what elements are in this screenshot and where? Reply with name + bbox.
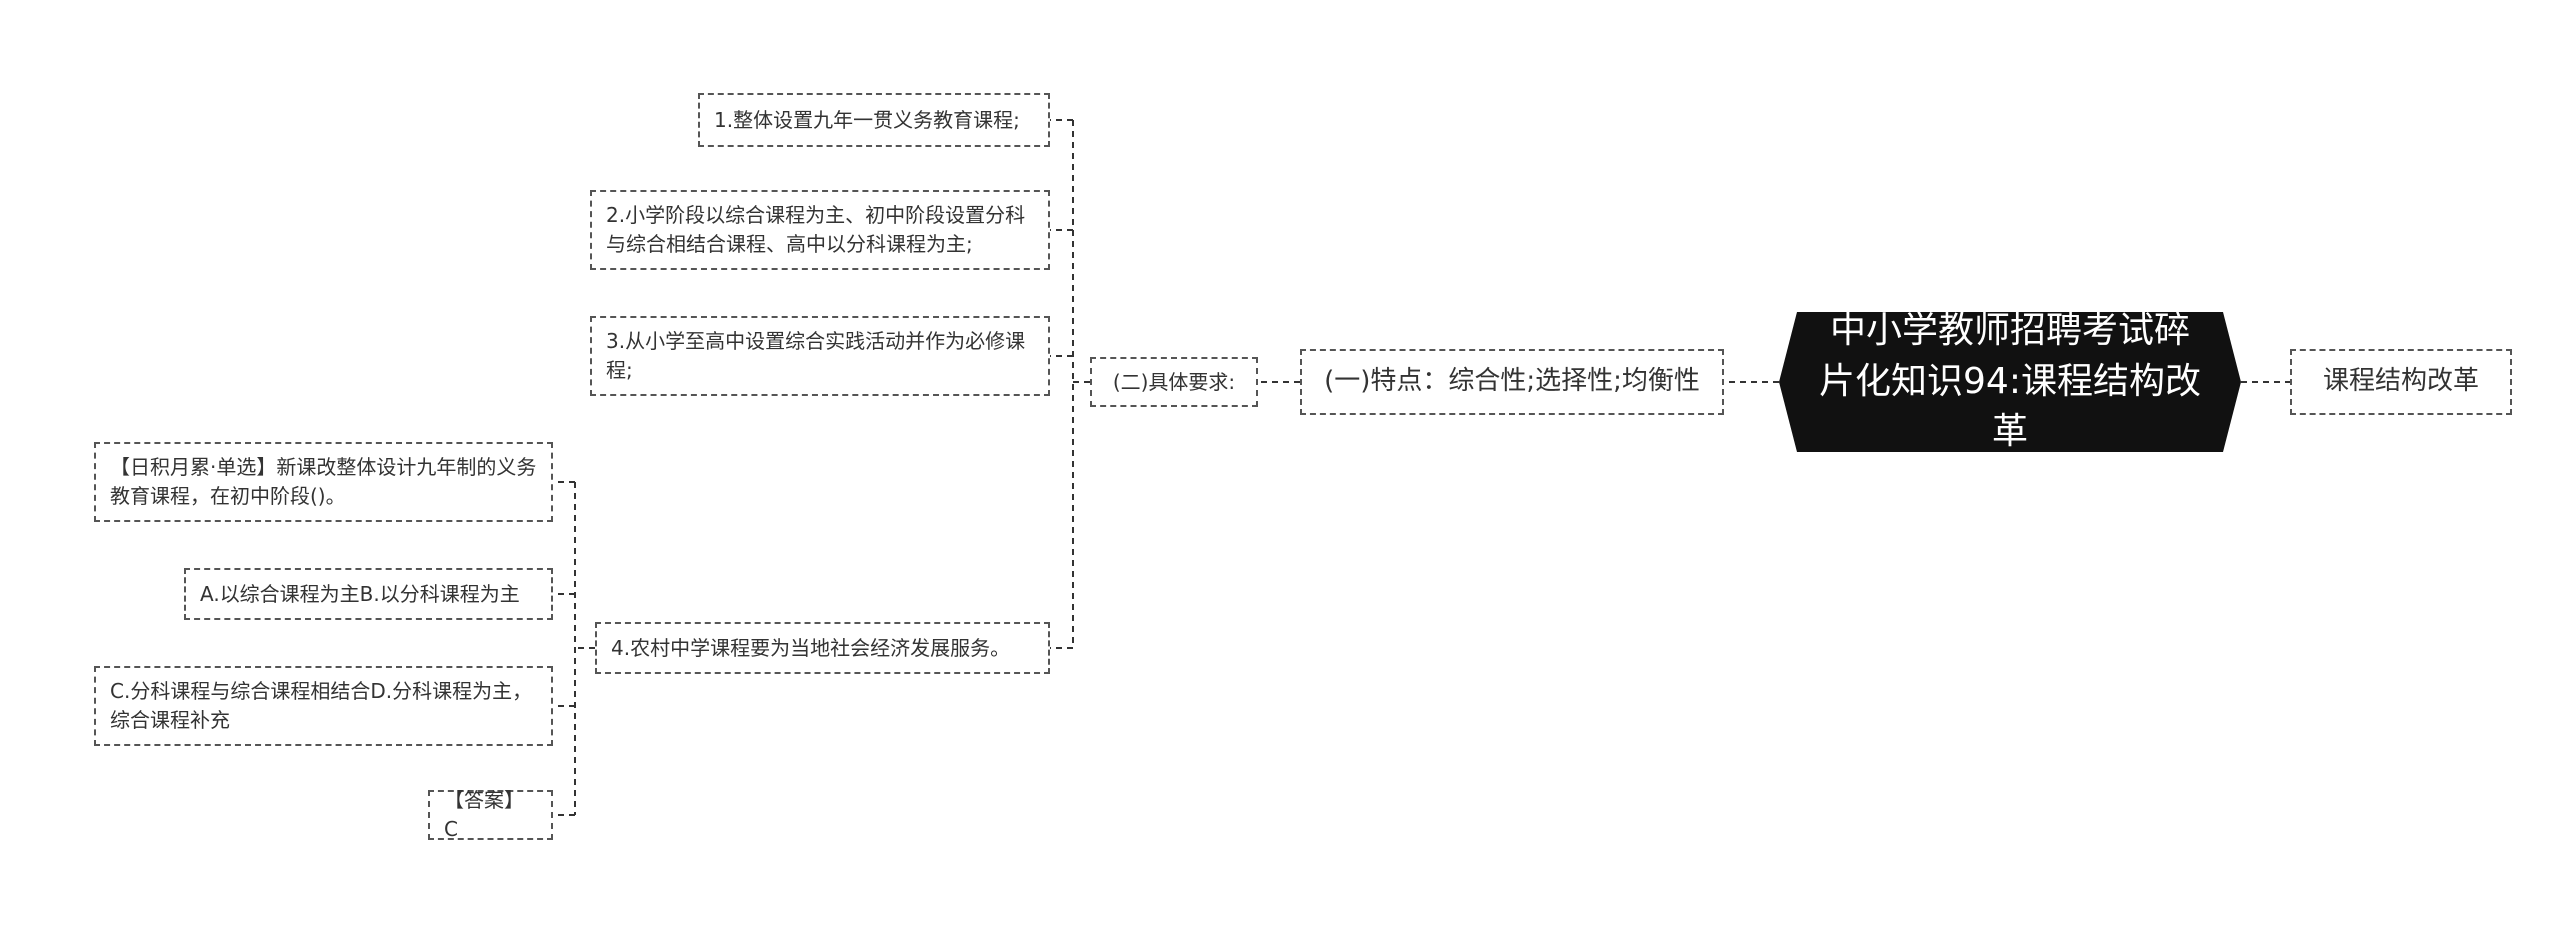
node-label: 【答案】C — [444, 788, 524, 841]
node-requirement-1: 1.整体设置九年一贯义务教育课程; — [698, 93, 1050, 147]
node-label: (一)特点：综合性;选择性;均衡性 — [1324, 366, 1700, 397]
node-label: A.以综合课程为主B.以分科课程为主 — [200, 581, 520, 606]
node-quiz-options-ab: A.以综合课程为主B.以分科课程为主 — [184, 568, 553, 620]
node-quiz-answer: 【答案】C — [428, 788, 553, 841]
node-quiz-options-cd: C.分科课程与综合课程相结合D.分科课程为主，综合课程补充 — [94, 666, 553, 746]
node-specific-requirements: (二)具体要求: — [1090, 357, 1258, 407]
node-requirement-2: 2.小学阶段以综合课程为主、初中阶段设置分科与综合相结合课程、高中以分科课程为主… — [590, 190, 1050, 270]
node-course-structure-reform: 课程结构改革 — [2290, 349, 2512, 415]
node-quiz-question: 【日积月累·单选】新课改整体设计九年制的义务教育课程，在初中阶段()。 — [94, 442, 553, 522]
node-label: 3.从小学至高中设置综合实践活动并作为必修课程; — [606, 329, 1026, 382]
node-requirement-3: 3.从小学至高中设置综合实践活动并作为必修课程; — [590, 316, 1050, 396]
node-label: 课程结构改革 — [2322, 366, 2479, 397]
root-topic: 中小学教师招聘考试碎片化知识94:课程结构改革 — [1779, 312, 2241, 452]
node-features: (一)特点：综合性;选择性;均衡性 — [1300, 349, 1724, 415]
node-label: (二)具体要求: — [1112, 369, 1236, 394]
root-title: 中小学教师招聘考试碎片化知识94:课程结构改革 — [1819, 310, 2201, 453]
node-label: 1.整体设置九年一贯义务教育课程; — [714, 107, 1020, 132]
node-label: 4.农村中学课程要为当地社会经济发展服务。 — [611, 635, 1011, 660]
connector-req-children — [1050, 119, 1090, 649]
connector-quiz-children — [553, 481, 595, 816]
node-label: 【日积月累·单选】新课改整体设计九年制的义务教育课程，在初中阶段()。 — [110, 455, 537, 508]
node-label: C.分科课程与综合课程相结合D.分科课程为主，综合课程补充 — [110, 679, 533, 732]
node-label: 2.小学阶段以综合课程为主、初中阶段设置分科与综合相结合课程、高中以分科课程为主… — [606, 203, 1026, 256]
node-requirement-4: 4.农村中学课程要为当地社会经济发展服务。 — [595, 622, 1050, 674]
